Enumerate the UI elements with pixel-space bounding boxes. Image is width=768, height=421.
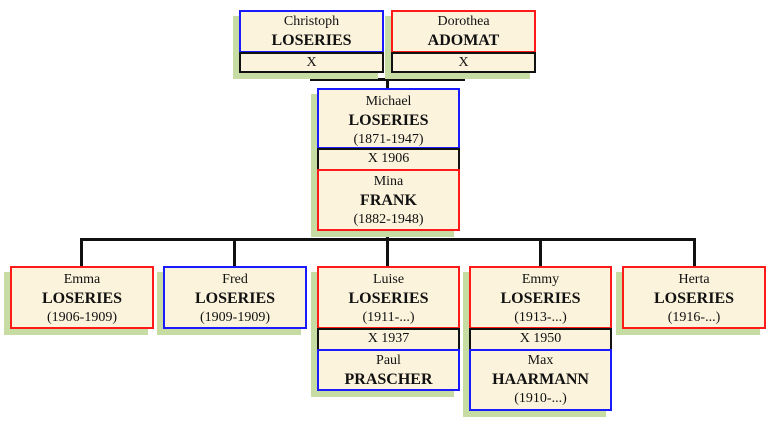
life-dates: (1916-...) (667, 310, 721, 325)
life-dates: (1911-...) (362, 310, 415, 325)
person-box: Luise LOSERIES (1911-...) (317, 266, 460, 329)
marriage-box: X (391, 52, 536, 73)
person-box: Christoph LOSERIES (239, 10, 384, 53)
person-box: Herta LOSERIES (1916-...) (622, 266, 766, 329)
given-name: Max (527, 353, 554, 368)
life-dates: (1906-1909) (47, 310, 117, 325)
surname: ADOMAT (427, 32, 500, 49)
mother-box: Mina FRANK (1882-1948) (317, 169, 460, 231)
surname: LOSERIES (41, 290, 123, 307)
grandmother-card[interactable]: Dorothea ADOMAT X (385, 10, 536, 79)
child-card-herta[interactable]: Herta LOSERIES (1916-...) (616, 266, 766, 335)
person-box: Emmy LOSERIES (1913-...) (469, 266, 612, 329)
connector-line (693, 238, 696, 266)
person-box: Fred LOSERIES (1909-1909) (163, 266, 307, 329)
given-name: Mina (373, 174, 404, 189)
life-dates: (1871-1947) (353, 132, 424, 147)
given-name: Fred (222, 272, 248, 287)
given-name: Emma (63, 272, 101, 287)
spouse-box: Max HAARMANN (1910-...) (469, 349, 612, 411)
connector-line (80, 238, 83, 266)
given-name: Emmy (521, 272, 560, 287)
given-name: Luise (372, 272, 405, 287)
connector-line (386, 238, 389, 266)
surname: PRASCHER (344, 371, 433, 388)
marriage-box: X (239, 52, 384, 73)
father-box: Michael LOSERIES (1871-1947) (317, 88, 460, 149)
life-dates: (1913-...) (514, 310, 567, 325)
marriage-box: X 1906 (317, 148, 460, 169)
child-card-emma[interactable]: Emma LOSERIES (1906-1909) (4, 266, 154, 335)
surname: LOSERIES (348, 290, 429, 307)
spouse-box: Paul PRASCHER (317, 349, 460, 391)
grandfather-card[interactable]: Christoph LOSERIES X (233, 10, 384, 79)
given-name: Herta (678, 272, 710, 287)
child-card-emmy[interactable]: Emmy LOSERIES (1913-...) X 1950 Max HAAR… (463, 266, 612, 417)
life-dates: (1882-1948) (353, 212, 424, 227)
marriage-box: X 1937 (317, 328, 460, 349)
child-card-fred[interactable]: Fred LOSERIES (1909-1909) (157, 266, 307, 335)
surname: LOSERIES (653, 290, 735, 307)
given-name: Dorothea (437, 14, 490, 29)
given-name: Paul (376, 353, 401, 368)
connector-line (386, 78, 389, 88)
life-dates: (1910-...) (514, 391, 567, 406)
surname: LOSERIES (348, 112, 429, 129)
person-box: Emma LOSERIES (1906-1909) (10, 266, 154, 329)
parents-card[interactable]: Michael LOSERIES (1871-1947) X 1906 Mina… (311, 88, 460, 237)
surname: LOSERIES (194, 290, 276, 307)
surname: LOSERIES (271, 32, 352, 49)
surname: HAARMANN (492, 371, 589, 388)
given-name: Michael (365, 94, 412, 109)
surname: LOSERIES (500, 290, 581, 307)
surname: FRANK (360, 192, 417, 209)
marriage-box: X 1950 (469, 328, 612, 349)
given-name: Christoph (283, 14, 340, 29)
life-dates: (1909-1909) (200, 310, 270, 325)
child-card-luise[interactable]: Luise LOSERIES (1911-...) X 1937 Paul PR… (311, 266, 460, 397)
connector-line (233, 238, 236, 266)
connector-line (539, 238, 542, 266)
person-box: Dorothea ADOMAT (391, 10, 536, 53)
